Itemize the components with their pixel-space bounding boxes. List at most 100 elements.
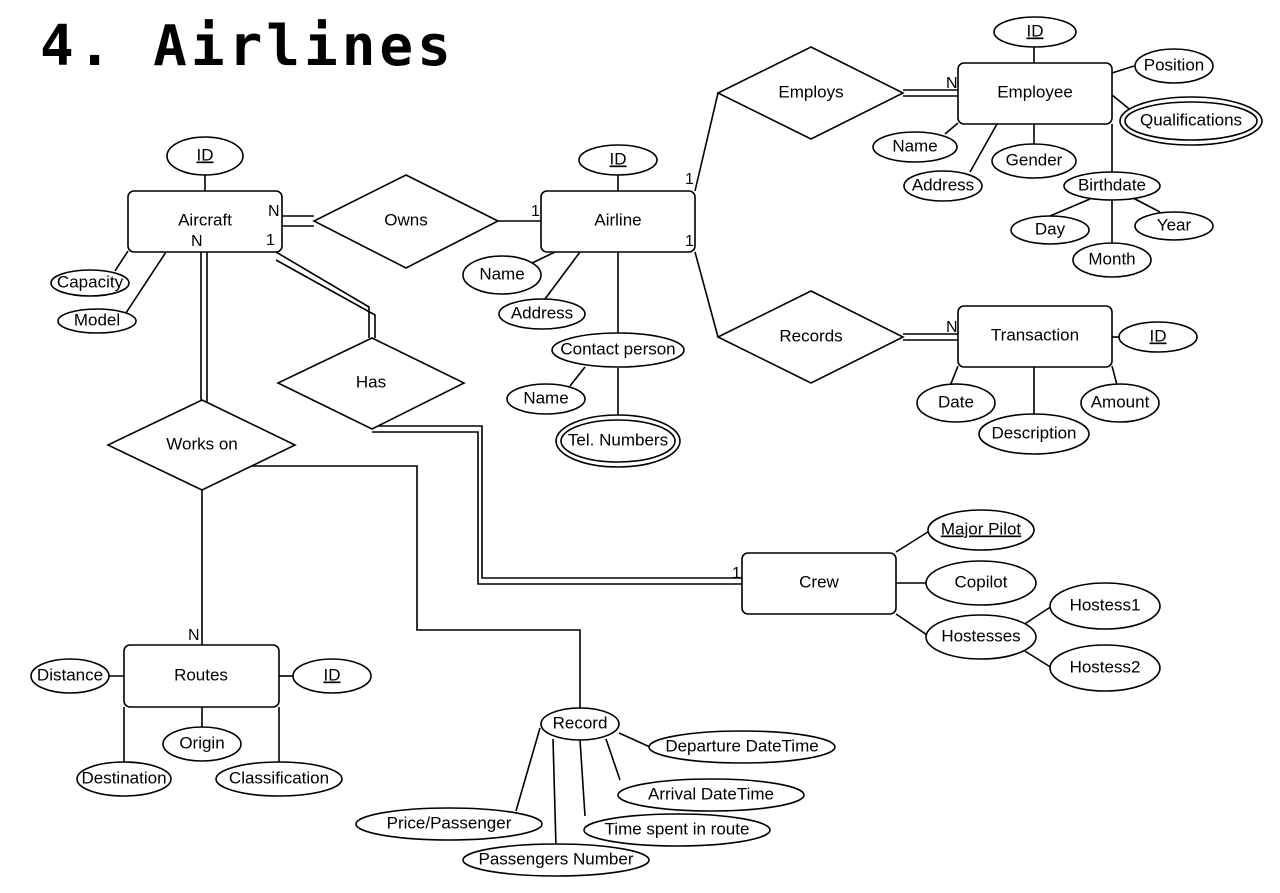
relationship-owns: Owns xyxy=(312,174,500,269)
entity-crew: Crew xyxy=(741,552,897,615)
attribute-capacity: Capacity xyxy=(50,269,130,297)
attribute-label: Passengers Number xyxy=(479,849,634,868)
cardinality-transaction-records: N xyxy=(946,319,958,336)
attribute-label: Year xyxy=(1157,215,1192,234)
attribute-classification: Classification xyxy=(215,761,343,797)
attribute-day: Day xyxy=(1010,215,1090,245)
attribute-label: ID xyxy=(324,665,341,684)
attribute-transaction-id: ID xyxy=(1118,321,1198,353)
connection-lines xyxy=(107,46,1161,848)
attribute-departure-datetime: Departure DateTime xyxy=(648,730,836,764)
relationship-label: Employs xyxy=(778,82,843,101)
attribute-hostesses: Hostesses xyxy=(925,614,1037,660)
attribute-label: Price/Passenger xyxy=(387,813,512,832)
attribute-aircraft-id: ID xyxy=(166,136,244,176)
attribute-label: Origin xyxy=(179,733,224,752)
relationship-employs: Employs xyxy=(716,46,905,140)
attribute-label: Distance xyxy=(37,665,103,684)
attribute-record: Record xyxy=(540,707,620,741)
entity-airline: Airline xyxy=(540,190,696,253)
attribute-label: ID xyxy=(1027,21,1044,40)
cardinality-airline-owns: 1 xyxy=(531,203,540,220)
cardinality-crew-has: 1 xyxy=(732,565,741,582)
attribute-label: Contact person xyxy=(560,339,675,358)
attribute-label: Qualifications xyxy=(1140,110,1242,129)
cardinality-routes-works-on: N xyxy=(188,627,200,644)
attribute-airline-address: Address xyxy=(498,298,586,330)
entity-aircraft: Aircraft xyxy=(127,190,283,253)
attribute-label: Hostesses xyxy=(941,626,1020,645)
attribute-label: Date xyxy=(938,392,974,411)
attribute-description: Description xyxy=(978,413,1090,455)
attribute-gender: Gender xyxy=(991,143,1077,179)
attribute-origin: Origin xyxy=(162,726,242,762)
attribute-employee-id: ID xyxy=(993,16,1077,48)
entity-label: Aircraft xyxy=(178,210,232,229)
relationship-records: Records xyxy=(716,290,905,384)
attribute-airline-id: ID xyxy=(578,144,658,176)
attribute-label: Address xyxy=(912,175,974,194)
relationship-has: Has xyxy=(276,337,466,430)
attribute-destination: Destination xyxy=(76,761,172,797)
attribute-routes-id: ID xyxy=(292,658,372,694)
relationship-label: Has xyxy=(356,372,386,391)
entity-routes: Routes xyxy=(123,644,280,708)
attribute-qualifications: Qualifications xyxy=(1119,96,1263,146)
entity-label: Employee xyxy=(997,82,1073,101)
attribute-label: ID xyxy=(197,145,214,164)
attribute-label: Address xyxy=(511,303,573,322)
attribute-label: Classification xyxy=(229,768,329,787)
attribute-arrival-datetime: Arrival DateTime xyxy=(617,778,805,812)
cardinality-aircraft-works-on: N xyxy=(191,233,203,250)
attribute-date: Date xyxy=(916,383,996,423)
attribute-label: Departure DateTime xyxy=(665,736,818,755)
attribute-hostess2: Hostess2 xyxy=(1049,644,1161,692)
attribute-hostess1: Hostess1 xyxy=(1049,582,1161,630)
attribute-distance: Distance xyxy=(30,658,110,694)
cardinality-aircraft-has: 1 xyxy=(266,232,275,249)
entity-transaction: Transaction xyxy=(957,305,1113,368)
attribute-price-passenger: Price/Passenger xyxy=(355,807,543,841)
attribute-amount: Amount xyxy=(1080,383,1160,423)
relationship-works-on: Works on xyxy=(106,399,297,491)
attribute-label: Name xyxy=(523,388,568,407)
attribute-label: Month xyxy=(1088,249,1135,268)
attribute-label: Capacity xyxy=(57,272,124,291)
attribute-label: Hostess1 xyxy=(1070,595,1141,614)
attribute-position: Position xyxy=(1134,48,1214,84)
attribute-contact-name: Name xyxy=(506,383,586,415)
attribute-tel-numbers: Tel. Numbers xyxy=(555,414,681,468)
attribute-label: Position xyxy=(1144,55,1204,74)
entity-label: Transaction xyxy=(991,325,1079,344)
attribute-label: Hostess2 xyxy=(1070,657,1141,676)
attribute-label: Major Pilot xyxy=(941,519,1022,538)
attribute-label: Gender xyxy=(1006,150,1063,169)
entity-label: Airline xyxy=(594,210,641,229)
attribute-year: Year xyxy=(1134,211,1214,241)
attribute-label: Destination xyxy=(81,768,166,787)
cardinality-aircraft-owns: N xyxy=(268,203,280,220)
attribute-passengers-number: Passengers Number xyxy=(462,843,650,877)
relationship-label: Owns xyxy=(384,210,427,229)
attribute-employee-name: Name xyxy=(872,131,958,163)
attribute-label: Amount xyxy=(1091,392,1150,411)
cardinality-labels: N 1 1 N 1 N 1 1 N N xyxy=(188,75,958,644)
attribute-label: Copilot xyxy=(955,572,1008,591)
attribute-major-pilot: Major Pilot xyxy=(927,509,1035,551)
entity-label: Crew xyxy=(799,572,839,591)
page-title: 4. Airlines xyxy=(40,14,455,79)
entity-employee: Employee xyxy=(957,62,1113,125)
entity-label: Routes xyxy=(174,665,228,684)
attribute-label: Arrival DateTime xyxy=(648,784,774,803)
attribute-label: Day xyxy=(1035,219,1066,238)
attribute-label: Description xyxy=(991,423,1076,442)
attribute-label: Model xyxy=(74,310,120,329)
attribute-month: Month xyxy=(1072,242,1152,278)
attribute-label: Birthdate xyxy=(1078,175,1146,194)
cardinality-airline-records: 1 xyxy=(685,233,694,250)
attribute-employee-address: Address xyxy=(903,170,983,202)
cardinality-employee-employs: N xyxy=(946,75,958,92)
attribute-airline-name: Name xyxy=(462,255,542,295)
attribute-birthdate: Birthdate xyxy=(1063,171,1161,201)
attribute-label: ID xyxy=(610,149,627,168)
